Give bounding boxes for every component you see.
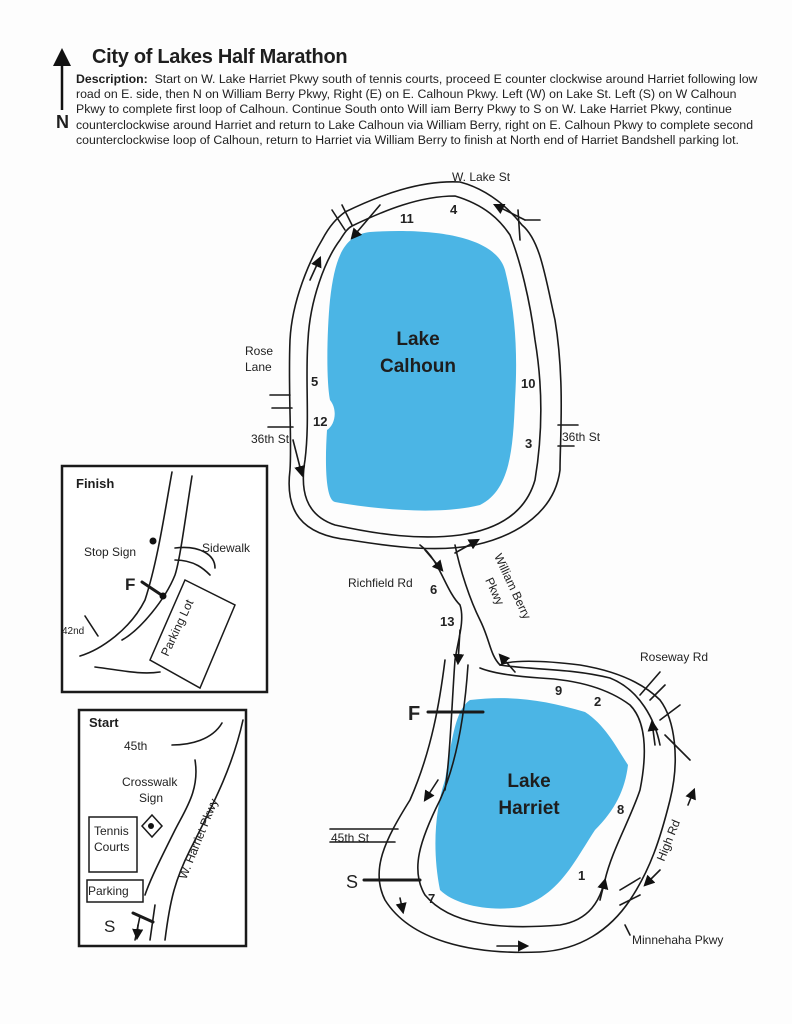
start-crosswalk-1: Crosswalk	[122, 775, 178, 789]
road-harriet-outer	[378, 659, 676, 954]
street-minnehaha: Minnehaha Pkwy	[632, 933, 723, 947]
finish-inset: Finish Stop Sign Sidewalk F Parking Lot …	[60, 464, 269, 694]
description-label: Description:	[76, 72, 148, 86]
mile-marker-1: 1	[578, 868, 585, 883]
lake-harriet-label-1: Lake	[507, 771, 550, 792]
street-rose-lane-2: Lane	[245, 360, 272, 374]
street-w-lake-st: W. Lake St	[452, 170, 511, 184]
road-harriet-inner	[417, 664, 646, 928]
north-arrow-icon	[53, 48, 71, 110]
street-roseway: Roseway Rd	[640, 650, 708, 664]
lake-calhoun-label-1: Lake	[396, 329, 439, 350]
mile-marker-9: 9	[555, 683, 562, 698]
mile-marker-13: 13	[440, 614, 454, 629]
cross-streets	[267, 204, 691, 936]
lake-calhoun-label-2: Calhoun	[380, 356, 456, 377]
finish-sidewalk: Sidewalk	[202, 541, 251, 555]
mile-marker-6: 6	[430, 582, 437, 597]
start-crosswalk-2: Sign	[139, 791, 163, 805]
mile-marker-11: 11	[400, 211, 414, 226]
north-label: N	[56, 112, 69, 132]
mile-marker-8: 8	[617, 802, 624, 817]
start-parking: Parking	[88, 884, 129, 898]
mile-marker-4: 4	[450, 202, 458, 217]
start-tennis-1: Tennis	[94, 824, 129, 838]
lake-harriet	[435, 698, 628, 909]
start-45th: 45th	[124, 739, 147, 753]
finish-inset-title: Finish	[76, 476, 114, 491]
street-rose-lane-1: Rose	[245, 344, 273, 358]
mile-marker-2: 2	[594, 694, 601, 709]
mile-marker-3: 3	[525, 436, 532, 451]
description-text: Start on W. Lake Harriet Pkwy south of t…	[76, 72, 758, 147]
lake-calhoun	[325, 230, 517, 511]
route-description: Description: Start on W. Lake Harriet Pk…	[76, 72, 766, 148]
start-marker: S	[346, 872, 358, 892]
start-tennis-2: Courts	[94, 840, 129, 854]
page-title: City of Lakes Half Marathon	[92, 46, 348, 68]
mile-marker-5: 5	[311, 374, 318, 389]
lake-harriet-label-2: Harriet	[498, 798, 560, 819]
finish-inset-f: F	[125, 575, 135, 594]
mile-marker-7: 7	[428, 891, 435, 906]
road-calhoun-inner	[302, 195, 542, 538]
street-w-36th: 36th St	[251, 432, 290, 446]
start-inset: Start 45th Crosswalk Sign Tennis Courts …	[77, 708, 248, 948]
mile-marker-10: 10	[521, 376, 535, 391]
start-inset-s: S	[104, 917, 115, 936]
road-william-berry-east	[454, 544, 661, 746]
finish-42nd: 42nd	[62, 626, 84, 637]
street-45th: 45th St	[331, 831, 370, 845]
finish-stop-sign: Stop Sign	[84, 545, 136, 559]
finish-marker: F	[408, 703, 420, 725]
start-inset-title: Start	[89, 715, 119, 730]
street-e-36th: 36th St	[562, 430, 601, 444]
mile-marker-12: 12	[313, 414, 327, 429]
direction-arrows	[292, 203, 696, 952]
road-william-berry-west	[419, 544, 463, 791]
street-richfield: Richfield Rd	[348, 576, 413, 590]
